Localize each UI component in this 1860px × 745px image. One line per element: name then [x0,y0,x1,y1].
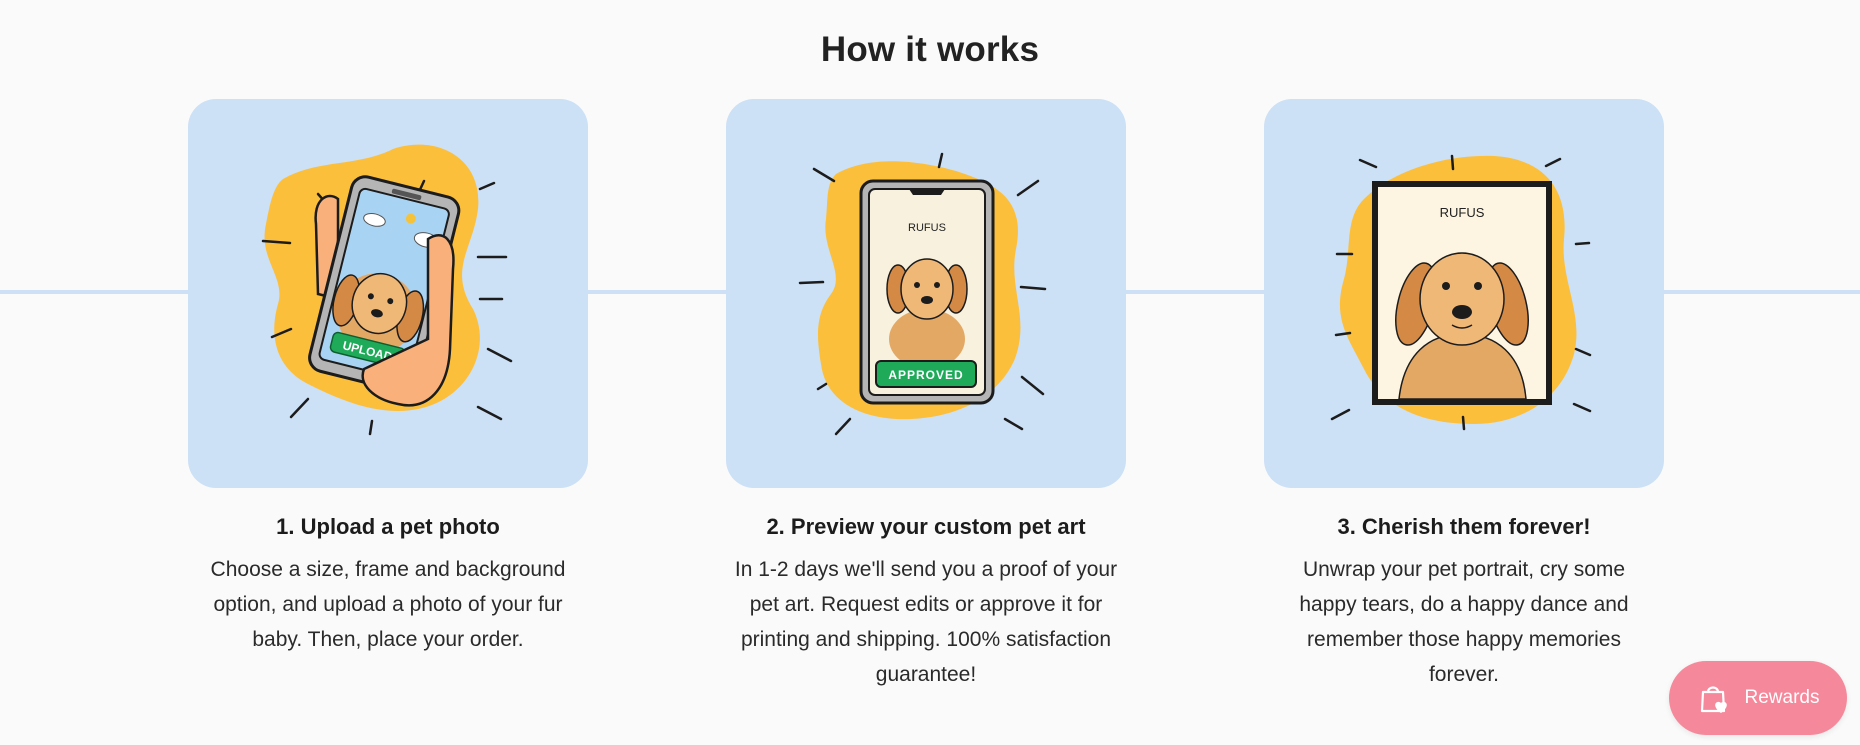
step-1-description: Choose a size, frame and background opti… [210,558,566,651]
step-1-card: UPLOAD [188,99,588,488]
step-3-description: Unwrap your pet portrait, cry some happy… [1299,558,1629,686]
step-2-card: RUFUS APPROVED [726,99,1126,488]
step-3-title: 3. Cherish them forever! [1337,514,1591,539]
step-2-title: 2. Preview your custom pet art [766,514,1086,539]
rewards-button[interactable]: Rewards [1669,661,1847,735]
step-3-card: RUFUS [1264,99,1664,488]
rewards-label: Rewards [1744,687,1820,708]
step-2-description: In 1-2 days we'll send you a proof of yo… [734,558,1118,686]
step-1-title: 1. Upload a pet photo [276,514,500,539]
step-2: RUFUS APPROVED 2. Preview your custom pe… [726,99,1126,692]
section-title: How it works [820,30,1040,69]
phone-upload-illustration: UPLOAD [261,144,513,436]
shopping-bag-heart-icon [1697,681,1731,715]
phone-pet-name: RUFUS [908,222,946,234]
approved-badge-text: APPROVED [888,368,963,382]
frame-pet-name: RUFUS [1440,205,1485,220]
step-1: UPLOAD 1. Upload a pet photo Choose a si… [188,99,588,657]
phone-approved-illustration: RUFUS APPROVED [798,152,1047,436]
framed-portrait-illustration: RUFUS [1330,154,1592,431]
step-3: RUFUS 3. Cherish them forever! Unwrap yo… [1264,99,1664,692]
